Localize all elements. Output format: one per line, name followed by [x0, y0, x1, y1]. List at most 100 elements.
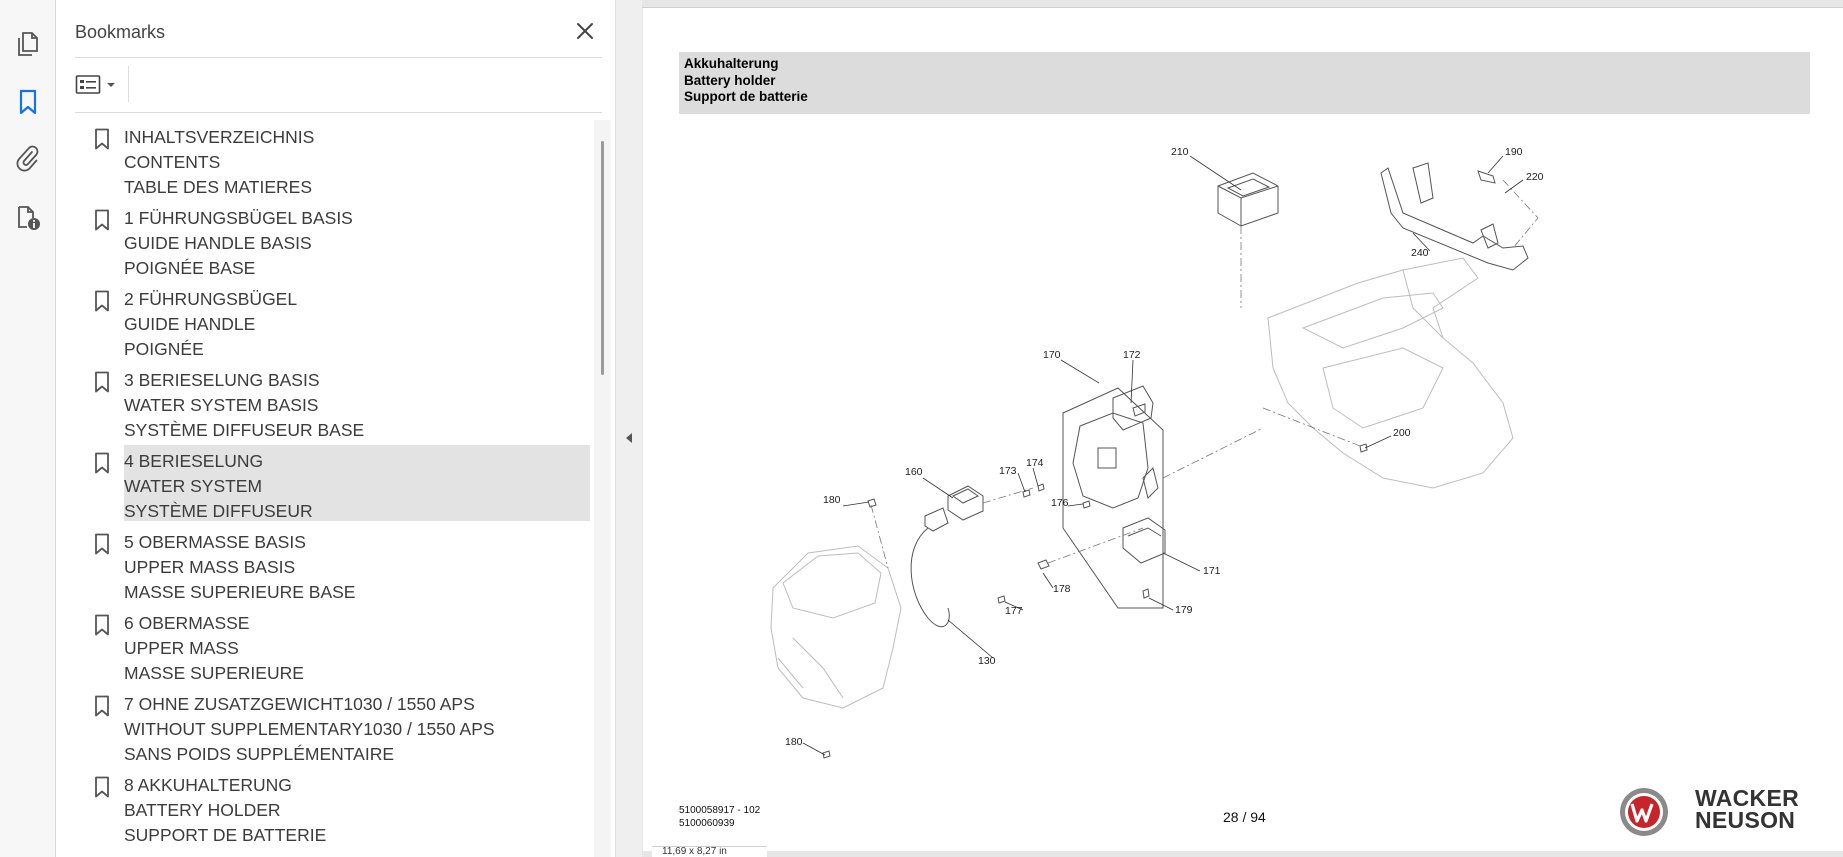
close-panel-button[interactable]: [572, 18, 598, 44]
logo-line-2: NEUSON: [1695, 807, 1796, 833]
bookmark-label-line: POIGNÉE BASE: [124, 258, 256, 278]
part-label-171: 171: [1203, 565, 1221, 577]
page-thumbnails-button[interactable]: [10, 26, 46, 62]
file-info-button[interactable]: [10, 200, 46, 236]
part-label-180: 180: [785, 736, 803, 748]
bookmark-item[interactable]: 8 AKKUHALTERUNG BATTERY HOLDER SUPPORT DE …: [75, 768, 570, 849]
bookmark-label-line: CONTENTS: [124, 152, 221, 172]
page-header: Akkuhalterung Battery holder Support de …: [679, 52, 1810, 114]
chevron-left-icon[interactable]: [623, 430, 635, 446]
page-number: 28 / 94: [1223, 809, 1266, 825]
bookmark-label-line: SUPPORT DE BATTERIE: [124, 825, 327, 845]
bookmark-options-button[interactable]: [75, 70, 121, 100]
bookmark-label: 2 FÜHRUNGSBÜGEL GUIDE HANDLE POIGNÉE: [124, 283, 590, 359]
bookmark-label-line: WATER SYSTEM: [124, 476, 263, 496]
bookmark-label: INHALTSVERZEICHNIS CONTENTS TABLE DES MATI…: [124, 121, 590, 197]
part-label-160: 160: [905, 466, 923, 478]
bookmark-label-line: MASSE SUPERIEURE BASE: [124, 582, 356, 602]
document-number: 5100058917 - 102: [679, 805, 761, 816]
bookmark-label-line: SANS POIDS SUPPLÉMENTAIRE: [124, 744, 395, 764]
part-label-178: 178: [1053, 583, 1071, 595]
options-icon: [75, 75, 101, 94]
bookmark-label-line: 3 BERIESELUNG BASIS: [124, 370, 320, 390]
bookmark-label-line: WITHOUT SUPPLEMENTARY1030 / 1550 APS: [124, 719, 495, 739]
pdf-page: 210 190 220 240 170 172 200 160 174 173 …: [643, 8, 1843, 851]
part-label-172: 172: [1123, 349, 1141, 361]
divider: [75, 57, 602, 58]
bookmark-label-line: UPPER MASS: [124, 638, 239, 658]
document-number-secondary: 5100060939: [679, 818, 735, 829]
header-title-de: Akkuhalterung: [684, 56, 779, 71]
bookmark-label: 7 OHNE ZUSATZGEWICHT1030 / 1550 APS WITHO…: [124, 688, 590, 764]
bookmark-item[interactable]: INHALTSVERZEICHNIS CONTENTS TABLE DES MATI…: [75, 120, 570, 201]
bookmark-label-line: 1 FÜHRUNGSBÜGEL BASIS: [124, 208, 353, 228]
status-bar: [642, 851, 1843, 857]
part-label-170: 170: [1043, 349, 1061, 361]
close-icon: [577, 23, 593, 39]
header-title-fr: Support de batterie: [684, 89, 808, 104]
bookmark-label-line: INHALTSVERZEICHNIS: [124, 127, 315, 147]
logo-line-1: WACKER: [1695, 785, 1800, 811]
divider: [642, 7, 1843, 8]
panel-splitter[interactable]: [615, 0, 642, 857]
bookmark-label-line: POIGNÉE: [124, 339, 204, 359]
bookmark-label: 4 BERIESELUNG WATER SYSTEM SYSTÈME DIFFUSE…: [124, 445, 590, 521]
attachments-button[interactable]: [10, 140, 46, 176]
bookmark-item[interactable]: 7 OHNE ZUSATZGEWICHT1030 / 1550 APS WITHO…: [75, 687, 570, 768]
bookmark-label-line: SYSTÈME DIFFUSEUR BASE: [124, 420, 365, 440]
bookmark-label: 8 AKKUHALTERUNG BATTERY HOLDER SUPPORT DE …: [124, 769, 590, 845]
bookmarks-button[interactable]: [10, 84, 46, 120]
part-label-179: 179: [1175, 604, 1193, 616]
bookmark-label-line: TABLE DES MATIERES: [124, 177, 313, 197]
bookmark-item[interactable]: 2 FÜHRUNGSBÜGEL GUIDE HANDLE POIGNÉE: [75, 282, 570, 363]
part-label-176: 176: [1051, 497, 1069, 509]
bookmark-list: INHALTSVERZEICHNIS CONTENTS TABLE DES MATI…: [75, 120, 595, 857]
bookmark-label-line: 5 OBERMASSE BASIS: [124, 532, 306, 552]
wacker-neuson-logo-icon: [1620, 788, 1668, 836]
bookmark-icon: [95, 452, 109, 474]
bookmark-item[interactable]: 6 OBERMASSE UPPER MASS MASSE SUPERIEURE: [75, 606, 570, 687]
divider: [75, 112, 602, 113]
bookmarks-panel: Bookmarks INHALTSVERZEICHNIS CONTENTS TABL…: [57, 0, 615, 857]
bookmark-label-line: 7 OHNE ZUSATZGEWICHT1030 / 1550 APS: [124, 694, 475, 714]
bookmark-label-line: 8 AKKUHALTERUNG: [124, 775, 292, 795]
bookmark-icon: [95, 371, 109, 393]
bookmark-item[interactable]: 4 BERIESELUNG WATER SYSTEM SYSTÈME DIFFUSE…: [75, 444, 590, 525]
bookmark-item[interactable]: 1 FÜHRUNGSBÜGEL BASIS GUIDE HANDLE BASIS P…: [75, 201, 570, 282]
bookmark-label-line: BATTERY HOLDER: [124, 800, 281, 820]
part-label-177: 177: [1005, 605, 1023, 617]
bookmark-label-line: 4 BERIESELUNG: [124, 451, 264, 471]
bookmark-icon: [95, 128, 109, 150]
part-label-180: 180: [823, 494, 841, 506]
part-label-190: 190: [1505, 146, 1523, 158]
bookmark-label-line: 2 FÜHRUNGSBÜGEL: [124, 289, 298, 309]
part-label-220: 220: [1526, 171, 1544, 183]
page-size-indicator: 11,69 x 8,27 in: [652, 846, 767, 857]
scrollbar[interactable]: [594, 120, 611, 857]
divider: [128, 66, 129, 102]
bookmark-label: 1 FÜHRUNGSBÜGEL BASIS GUIDE HANDLE BASIS P…: [124, 202, 590, 278]
navigation-rail: [0, 0, 56, 857]
bookmark-label-line: GUIDE HANDLE BASIS: [124, 233, 312, 253]
bookmark-label-line: SYSTÈME DIFFUSEUR: [124, 501, 313, 521]
header-title-en: Battery holder: [684, 72, 776, 88]
part-label-173: 173: [999, 465, 1017, 477]
page-thumbnails-icon: [18, 32, 38, 56]
bookmark-icon: [19, 89, 37, 115]
bookmark-label-line: MASSE SUPERIEURE: [124, 663, 304, 683]
part-label-130: 130: [978, 655, 996, 667]
scrollbar-thumb[interactable]: [601, 141, 604, 375]
panel-title: Bookmarks: [75, 22, 166, 42]
parts-drawing: 210 190 220 240 170 172 200 160 174 173 …: [770, 146, 1544, 759]
bookmark-icon: [95, 290, 109, 312]
bookmark-label-line: GUIDE HANDLE: [124, 314, 256, 334]
part-label-240: 240: [1411, 247, 1429, 259]
bookmark-label: 6 OBERMASSE UPPER MASS MASSE SUPERIEURE: [124, 607, 590, 683]
document-view[interactable]: 210 190 220 240 170 172 200 160 174 173 …: [642, 0, 1843, 857]
bookmark-label-line: 6 OBERMASSE: [124, 613, 250, 633]
